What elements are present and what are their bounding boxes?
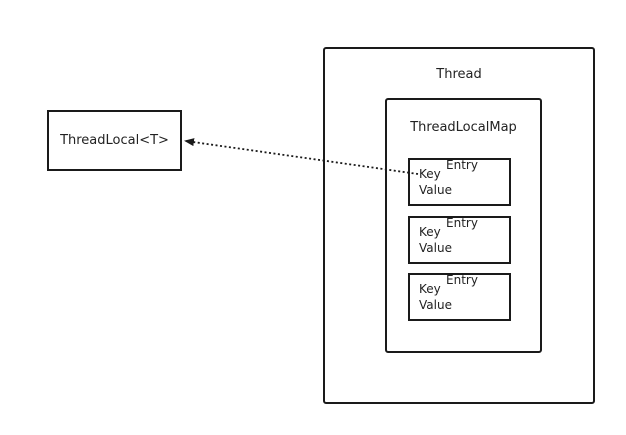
entry-title: Entry [446, 273, 478, 287]
entry-key-label: Key [419, 167, 441, 181]
entry-value-label: Value [419, 183, 452, 197]
threadlocal-box: ThreadLocal<T> [47, 110, 182, 171]
entry-key-label: Key [419, 282, 441, 296]
thread-label: Thread [436, 67, 482, 82]
threadlocalmap-label: ThreadLocalMap [410, 120, 517, 135]
entry-box: Entry Key Value [408, 216, 511, 264]
entry-value-label: Value [419, 241, 452, 255]
entry-value-label: Value [419, 298, 452, 312]
entry-title: Entry [446, 216, 478, 230]
entry-box: Entry Key Value [408, 273, 511, 321]
entry-box: Entry Key Value [408, 158, 511, 206]
entry-key-label: Key [419, 225, 441, 239]
entry-title: Entry [446, 158, 478, 172]
threadlocal-label: ThreadLocal<T> [60, 133, 169, 148]
